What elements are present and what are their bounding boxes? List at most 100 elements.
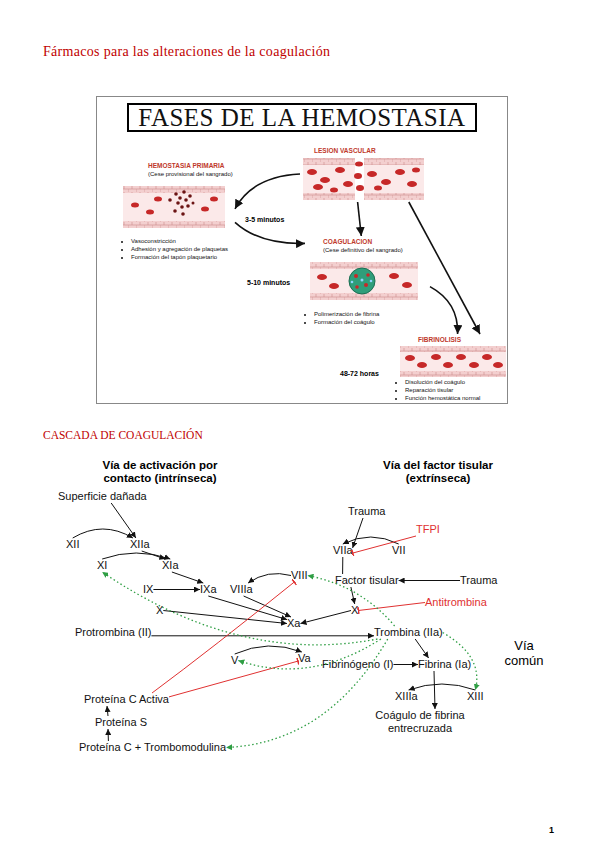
node-heading: COAGULACION	[323, 238, 372, 245]
factor-node: Xa	[287, 617, 300, 630]
factor-node: XII	[66, 538, 79, 551]
node-heading: Coágulo de fibrina entrecruzada	[370, 709, 470, 735]
bullet-list: Disolución del coáguloReparación tisular…	[396, 378, 480, 402]
pathway-heading: Vía del factor tisular (extrínseca)	[372, 459, 504, 485]
connector-arrow	[394, 664, 419, 665]
node-heading: Trombina (IIa)	[374, 626, 443, 639]
factor-node: XIa	[162, 559, 179, 572]
pathway-heading: Vía de activación por contacto (intrínse…	[80, 459, 240, 485]
factor-node: Proteína S	[95, 716, 147, 729]
node-heading: Proteína S	[95, 716, 147, 729]
factor-node: Va	[298, 652, 311, 665]
node-heading: V	[231, 654, 238, 667]
connector-arrow	[244, 596, 291, 617]
node-heading: Antitrombina	[425, 596, 487, 609]
factor-node: VIIa	[333, 544, 353, 557]
node-heading: TFPI	[416, 523, 440, 536]
factor-node: XIIIa	[395, 690, 418, 703]
factor-node: XIII	[467, 690, 484, 703]
phase-panel: COAGULACION (Cese definitivo del sangrado…	[305, 236, 430, 328]
feedback-arrow	[226, 639, 388, 748]
connector-arrow	[235, 222, 305, 243]
connector-arrow	[208, 596, 287, 620]
connector-arrow	[409, 684, 476, 690]
bullet-item: Función hemostática normal	[405, 394, 480, 402]
factor-node: Trombina (IIa)	[374, 626, 443, 639]
phase-panel: HEMOSTASIA PRIMARIA(Cese provisional del…	[120, 162, 235, 266]
factor-node: Fibrina (Ia)	[418, 658, 471, 671]
node-heading: Trauma	[348, 505, 386, 518]
connector-arrow	[235, 646, 302, 654]
node-heading: Protrombina (II)	[75, 626, 151, 639]
bullet-item: Adhesión y agregación de plaquetas	[131, 245, 228, 253]
factor-node: VIII	[291, 569, 308, 582]
connector-arrow	[102, 553, 170, 559]
factor-node: Coágulo de fibrina entrecruzada	[370, 709, 470, 735]
factor-node: Trauma	[348, 505, 386, 518]
node-heading: Factor tisular	[335, 574, 399, 587]
factor-node: Superficie dañada	[58, 490, 147, 503]
factor-node: VII	[392, 544, 405, 557]
node-heading: XIa	[162, 559, 179, 572]
connector-arrow	[358, 202, 362, 236]
node-heading: VIIa	[333, 544, 353, 557]
factor-node: Fibrinógeno (I)	[322, 658, 394, 671]
bullet-item: Reparación tisular	[405, 386, 480, 394]
inhibition-line	[358, 603, 425, 611]
inhibition-line	[152, 582, 294, 693]
factor-node: X	[351, 604, 358, 617]
time-label: 5-10 minutos	[247, 279, 290, 287]
node-heading: VIIIa	[230, 583, 253, 596]
factor-node: IX	[143, 583, 153, 596]
node-heading: Proteína C Activa	[84, 693, 169, 706]
connector-arrow	[343, 537, 399, 544]
connector-arrow	[351, 587, 355, 604]
node-heading: FASES DE LA HEMOSTASIA	[138, 104, 465, 132]
node-heading: X	[156, 604, 163, 617]
factor-node: VIIIa	[230, 583, 253, 596]
connector-arrow	[108, 729, 109, 741]
node-heading: Va	[298, 652, 311, 665]
bullet-list: VasoconstricciónAdhesión y agregación de…	[122, 237, 228, 261]
node-text: (Cese definitivo del sangrado)	[323, 247, 403, 254]
factor-node: XI	[97, 559, 107, 572]
node-heading: XIII	[467, 690, 484, 703]
phase-panel: FIBRINOLISISDisolución del coáguloRepara…	[396, 334, 508, 404]
factor-node: Proteína C Activa	[84, 693, 169, 706]
factor-node: Antitrombina	[425, 596, 487, 609]
bullet-item: Formación del coágulo	[314, 318, 379, 326]
node-heading: X	[351, 604, 358, 617]
bullet-item: Polimerización de fibrina	[314, 310, 379, 318]
node-heading: Fibrina (Ia)	[418, 658, 471, 671]
bullet-list: Polimerización de fibrinaFormación del c…	[305, 310, 379, 326]
node-heading: XIIa	[130, 538, 150, 551]
node-heading: Fibrinógeno (I)	[322, 658, 394, 671]
connector-arrow	[73, 529, 133, 538]
factor-node: Protrombina (II)	[75, 626, 151, 639]
pathway-heading: Vía común	[498, 638, 550, 668]
section-heading: CASCADA DE COAGULACIÓN	[43, 429, 203, 442]
connector-arrow	[172, 572, 203, 583]
node-heading: VIII	[291, 569, 308, 582]
inhibition-line	[169, 661, 298, 697]
node-heading: Superficie dañada	[58, 490, 147, 503]
node-heading: IXa	[200, 583, 217, 596]
node-heading: XIIIa	[395, 690, 418, 703]
factor-node: V	[231, 654, 238, 667]
connector-arrow	[399, 580, 460, 581]
connector-arrow	[153, 589, 200, 590]
factor-node: XIIa	[130, 538, 150, 551]
connector-arrow	[248, 574, 291, 583]
factor-node: Factor tisular	[335, 574, 399, 587]
connector-arrow	[151, 635, 374, 636]
node-heading: Xa	[287, 617, 300, 630]
node-heading: XII	[66, 538, 79, 551]
connector-arrow	[163, 611, 287, 624]
connector-arrow	[342, 557, 343, 574]
node-heading: Trauma	[460, 574, 498, 587]
factor-node: IXa	[200, 583, 217, 596]
connector-arrow	[353, 518, 363, 548]
inhibition-line	[353, 536, 416, 553]
factor-node: X	[156, 604, 163, 617]
